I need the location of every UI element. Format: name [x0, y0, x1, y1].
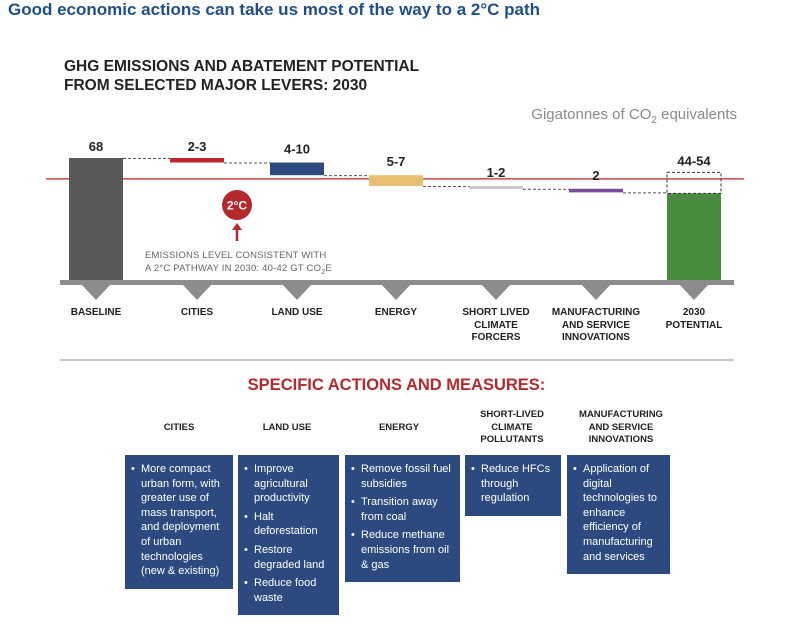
bar-value-label: 5-7 — [387, 154, 406, 169]
action-item: Improve agricultural productivity — [244, 462, 333, 506]
action-column-header-line: ENERGY — [378, 422, 420, 433]
action-box: Improve agricultural productivityHalt de… — [238, 455, 339, 616]
bar-value-label: 68 — [89, 139, 103, 154]
action-list: Improve agricultural productivityHalt de… — [244, 462, 333, 605]
two-degree-badge — [222, 190, 252, 220]
units-suffix: equivalents — [656, 106, 737, 123]
chart-title-line-1: GHG EMISSIONS AND ABATEMENT POTENTIAL — [64, 58, 420, 75]
actions-title: SPECIFIC ACTIONS AND MEASURES: — [247, 376, 546, 394]
category-label-line: AND SERVICE — [561, 319, 631, 331]
annotation-line-2-suffix: E — [325, 263, 332, 274]
action-column-header-line: CITIES — [163, 422, 195, 433]
action-item: Application of digital technologies to e… — [573, 462, 664, 564]
units-label: Gigatonnes of CO2 equivalents — [531, 106, 737, 126]
annotation-line-1: EMISSIONS LEVEL CONSISTENT WITH — [145, 250, 327, 261]
annotation-line-2-sub: 2 — [321, 268, 326, 276]
category-label-line: 2030 — [682, 307, 706, 318]
axis-marker — [679, 284, 709, 300]
category-label: BASELINE — [41, 307, 151, 320]
badge-arrow-head — [232, 223, 242, 230]
bar-lever — [469, 186, 523, 190]
units-prefix: Gigatonnes of CO — [531, 106, 652, 123]
action-list: Reduce HFCs through regulation — [471, 462, 555, 506]
bar-lever — [270, 162, 324, 176]
axis-marker — [81, 284, 111, 300]
action-column-header-line: CLIMATE — [491, 421, 533, 433]
bar-value-label: 44-54 — [677, 153, 711, 168]
action-column-header: CITIES — [124, 422, 234, 435]
action-box: More compact urban form, with greater us… — [125, 455, 233, 589]
action-list: Application of digital technologies to e… — [573, 462, 664, 564]
action-column-header-line: POLLUTANTS — [480, 434, 544, 445]
category-label: CITIES — [142, 307, 252, 320]
category-label: LAND USE — [242, 307, 352, 320]
category-label: ENERGY — [341, 307, 451, 320]
axis-marker — [182, 284, 212, 300]
bar-lever — [170, 158, 224, 163]
bar-lever — [569, 188, 623, 193]
action-column-header-line: MANUFACTURING — [579, 409, 663, 420]
category-label-line: LAND USE — [271, 307, 323, 318]
category-label-line: ENERGY — [374, 307, 418, 318]
action-box: Remove fossil fuel subsidiesTransition a… — [345, 455, 460, 583]
action-box: Application of digital technologies to e… — [567, 455, 670, 575]
bar-value-label: 2 — [592, 168, 599, 183]
action-item: Reduce food waste — [244, 576, 333, 605]
annotation-line-2-prefix: A 2°C PATHWAY IN 2030: 40-42 GT CO — [145, 263, 322, 274]
action-column-header: LAND USE — [232, 422, 342, 435]
bar-potential — [667, 193, 721, 281]
bar-value-label: 4-10 — [284, 142, 310, 157]
action-list: Remove fossil fuel subsidiesTransition a… — [351, 462, 454, 572]
action-column-header: ENERGY — [344, 422, 454, 435]
action-list: More compact urban form, with greater us… — [131, 462, 227, 579]
category-label-line: SHORT LIVED — [462, 307, 530, 318]
axis-marker — [581, 284, 611, 300]
action-box: Reduce HFCs through regulation — [465, 455, 561, 516]
action-item: More compact urban form, with greater us… — [131, 462, 227, 579]
axis-marker — [381, 284, 411, 300]
action-item: Remove fossil fuel subsidies — [351, 462, 454, 491]
action-item: Reduce methane emissions from oil & gas — [351, 528, 454, 572]
chart-title: GHG EMISSIONS AND ABATEMENT POTENTIAL FR… — [64, 57, 419, 95]
x-axis — [60, 280, 734, 285]
bar-value-label: 1-2 — [487, 165, 506, 180]
chart-title-line-2: FROM SELECTED MAJOR LEVERS: 2030 — [64, 77, 368, 94]
axis-marker — [481, 284, 511, 300]
units-sub: 2 — [651, 115, 657, 126]
action-column-header-line: LAND USE — [262, 422, 312, 433]
annotation-line-2: A 2°C PATHWAY IN 2030: 40-42 GT CO2E — [145, 262, 332, 279]
action-column-header-line: AND SERVICE — [588, 421, 654, 433]
action-item: Transition away from coal — [351, 495, 454, 524]
action-column-header-line: SHORT-LIVED — [480, 409, 544, 420]
bar-lever — [369, 175, 423, 187]
axis-marker — [282, 284, 312, 300]
action-column-header-line: INNOVATIONS — [588, 434, 654, 445]
action-item: Restore degraded land — [244, 543, 333, 572]
category-label-line: POTENTIAL — [665, 319, 723, 331]
threshold-annotation: EMISSIONS LEVEL CONSISTENT WITH A 2°C PA… — [145, 249, 332, 279]
category-label-line: BASELINE — [70, 307, 122, 318]
category-label-line: MANUFACTURING — [551, 307, 641, 318]
category-label-line: INNOVATIONS — [562, 332, 630, 343]
category-label-line: CITIES — [180, 307, 214, 318]
category-label-line: CLIMATE — [474, 319, 518, 331]
bar-baseline — [69, 158, 123, 281]
section-divider — [60, 359, 734, 361]
action-item: Reduce HFCs through regulation — [471, 462, 555, 506]
range-box — [666, 171, 722, 194]
waterfall-chart: 68 2-3 4-10 5-7 1-2 2 44-54 2°C — [46, 139, 744, 300]
two-degree-badge-label: 2°C — [227, 199, 247, 213]
action-item: Halt deforestation — [244, 510, 333, 539]
bar-value-label: 2-3 — [188, 139, 207, 154]
category-label-line: FORCERS — [471, 332, 521, 343]
page-headline: Good economic actions can take us most o… — [8, 0, 541, 19]
